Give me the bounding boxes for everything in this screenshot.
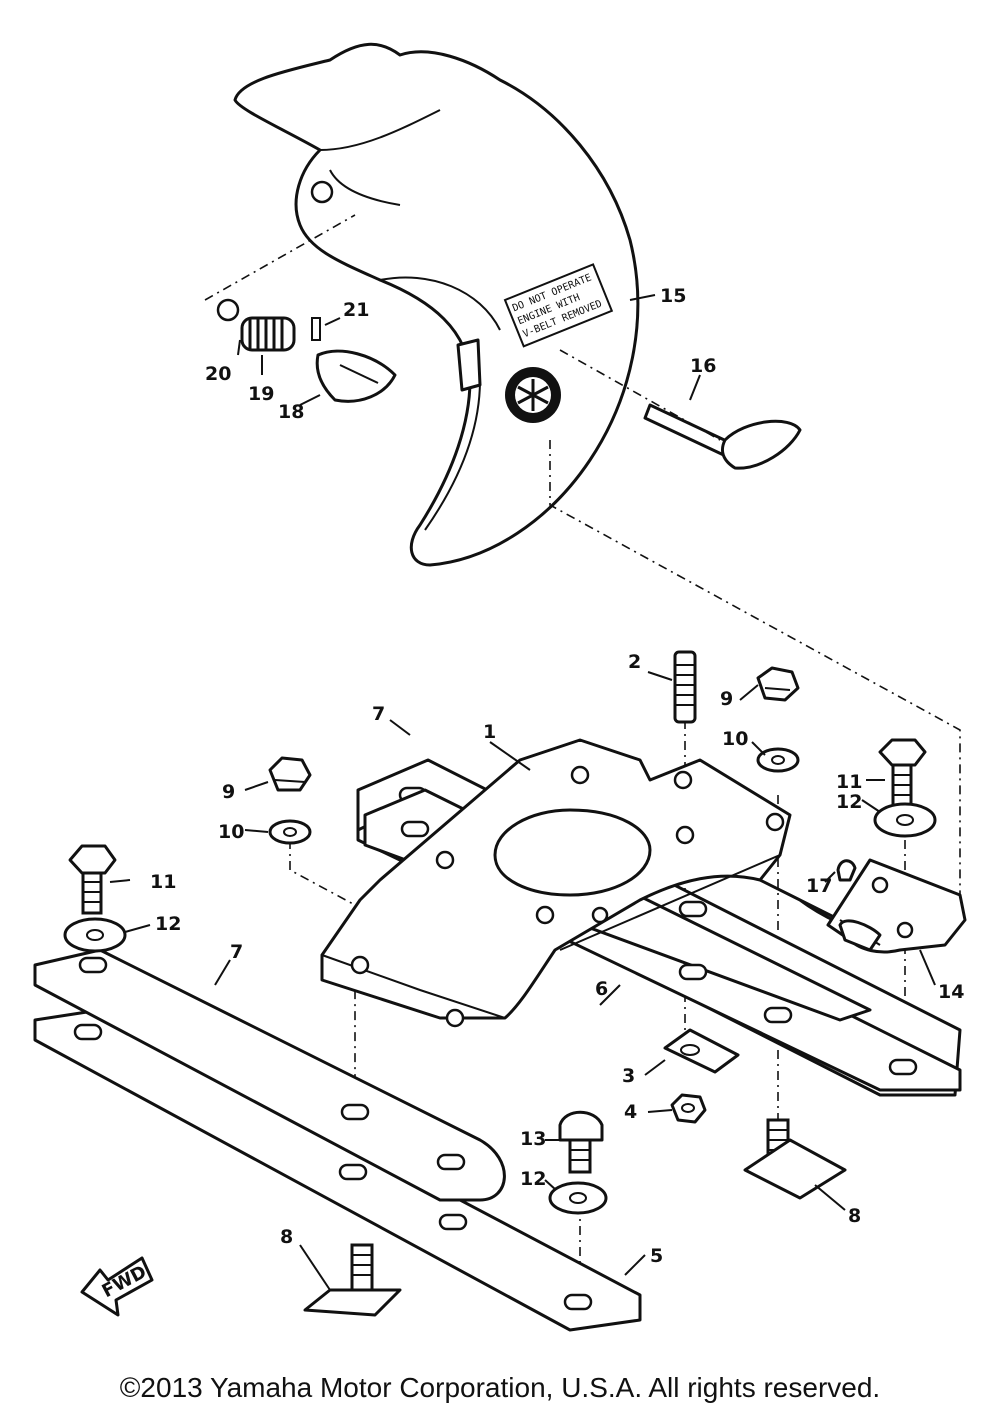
label-9-right: 9 — [720, 688, 733, 710]
label-16: 16 — [690, 355, 716, 377]
pin-17 — [836, 859, 857, 882]
label-11-left: 11 — [150, 871, 176, 893]
bolt-11-left — [68, 844, 117, 915]
stud — [673, 650, 697, 724]
label-1: 1 — [483, 721, 496, 743]
label-15: 15 — [660, 285, 686, 307]
label-20: 20 — [205, 363, 231, 385]
label-7-lower: 7 — [230, 941, 243, 963]
tbolt-8-left — [303, 1243, 402, 1317]
guard-pin — [643, 403, 802, 470]
label-9-left: 9 — [222, 781, 235, 803]
label-17: 17 — [806, 875, 832, 897]
label-10-left: 10 — [218, 821, 244, 843]
nut-9-right — [756, 666, 800, 702]
nut-4 — [670, 1093, 707, 1124]
label-8-left: 8 — [280, 1226, 293, 1248]
washer-12-left — [63, 917, 127, 953]
guard-knob-assembly — [216, 298, 397, 403]
label-12-front: 12 — [520, 1168, 546, 1190]
label-2: 2 — [628, 651, 641, 673]
label-4: 4 — [624, 1101, 637, 1123]
nut-9-left — [268, 756, 312, 792]
label-8-right: 8 — [848, 1205, 861, 1227]
washer-10-left — [268, 819, 312, 845]
tuning-fork-emblem — [505, 367, 561, 423]
label-14: 14 — [938, 981, 964, 1003]
label-18: 18 — [278, 401, 304, 423]
washer-12-front — [548, 1181, 608, 1215]
washer-10-right — [756, 747, 800, 773]
label-7-upper: 7 — [372, 703, 385, 725]
label-12-right: 12 — [836, 791, 862, 813]
fwd-arrow: FWD — [80, 1256, 154, 1317]
tbolt-8-right — [743, 1118, 847, 1200]
parts-diagram: DO NOT OPERATE ENGINE WITH V-BELT REMOVE… — [33, 42, 967, 1332]
belt-guard: DO NOT OPERATE ENGINE WITH V-BELT REMOVE… — [233, 42, 640, 567]
label-5: 5 — [650, 1245, 663, 1267]
label-10-right: 10 — [722, 728, 748, 750]
clip-3 — [663, 1028, 740, 1074]
label-12-left: 12 — [155, 913, 181, 935]
washer-12-right — [873, 802, 937, 838]
spring — [240, 316, 296, 352]
main-bracket — [320, 738, 902, 1028]
label-6: 6 — [595, 978, 608, 1000]
label-11-right: 11 — [836, 771, 862, 793]
label-13: 13 — [520, 1128, 546, 1150]
bolt-11-right — [878, 738, 927, 809]
plate-7-lower — [33, 948, 506, 1202]
label-3: 3 — [622, 1065, 635, 1087]
bolt-13 — [558, 1110, 604, 1174]
copyright-notice: ©2013 Yamaha Motor Corporation, U.S.A. A… — [119, 1372, 881, 1403]
label-21: 21 — [343, 299, 369, 321]
label-19: 19 — [248, 383, 274, 405]
bracket-14 — [826, 858, 967, 954]
